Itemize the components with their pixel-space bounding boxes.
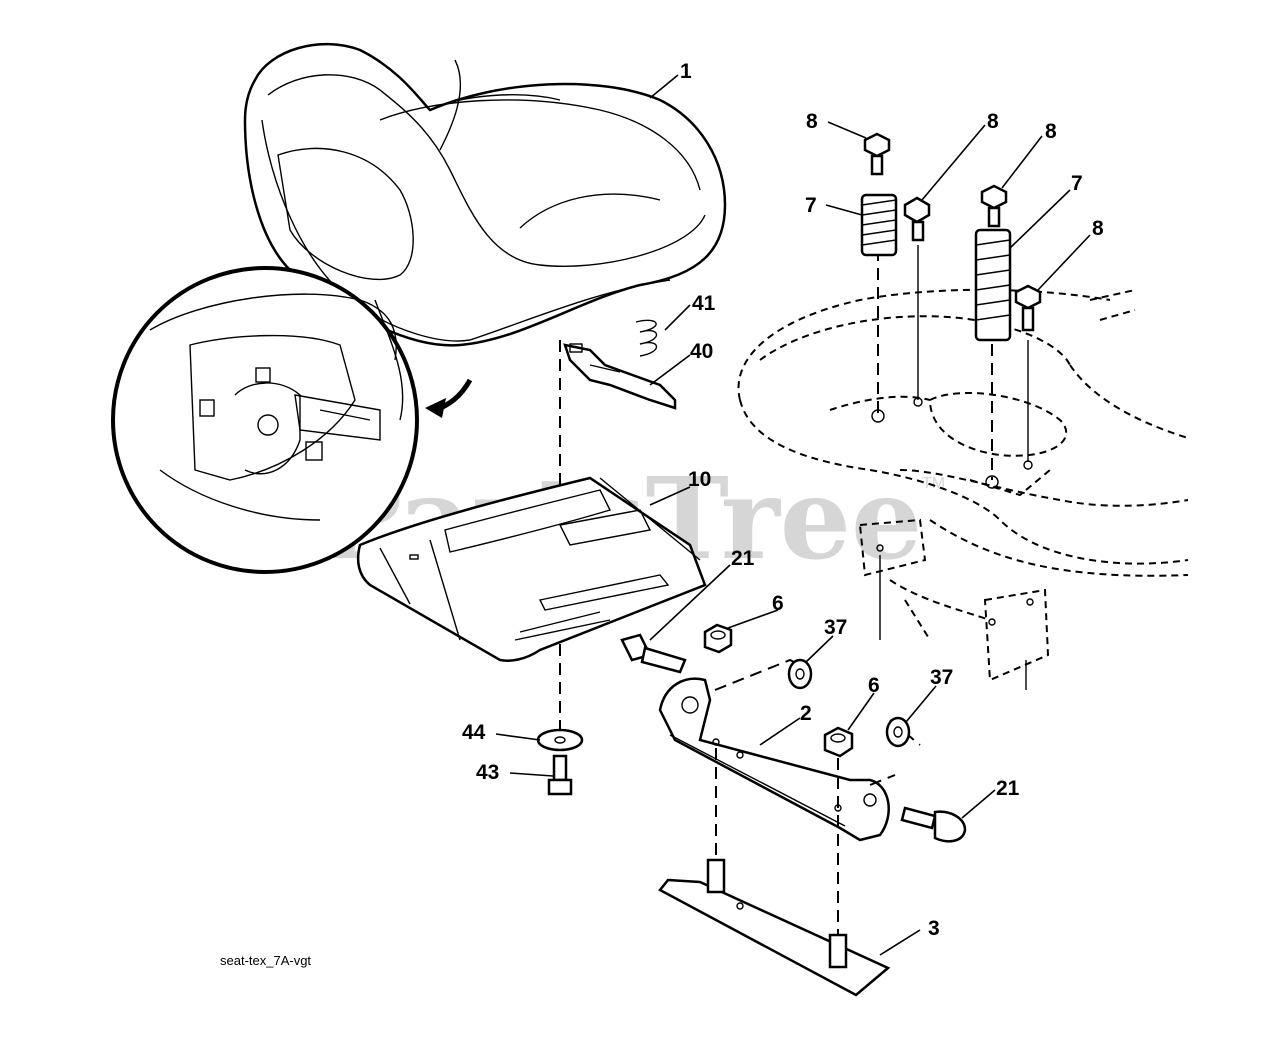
callout-37-lower: 37 [930,666,953,689]
shoulder-bolt-21-left [620,633,687,674]
bolt-8-d [1014,284,1042,332]
callout-6-upper: 6 [772,592,784,615]
callout-3: 3 [928,917,940,940]
callout-44: 44 [462,721,486,744]
seat [243,42,727,347]
bolt-8-a [863,132,891,176]
bolt-8-b [903,196,931,242]
callout-7-left: 7 [805,194,817,217]
spring-7-left [860,193,898,257]
callout-6-lower: 6 [868,674,880,697]
callout-8-c: 8 [1045,120,1057,143]
watermark-trademark: TM [922,475,945,492]
callout-8-a: 8 [806,110,818,133]
callout-10: 10 [688,468,711,491]
nut-37-upper [787,658,813,690]
clip-40 [563,343,677,410]
nut-6-lower [823,726,854,758]
spring-41 [635,319,658,357]
screw-43 [547,754,573,796]
callouts: 1 8 8 8 7 7 8 41 40 10 21 6 37 6 37 2 44… [462,60,1104,940]
nut-37-lower [885,716,911,748]
bracket-2 [658,658,921,842]
seat-pan [356,476,707,662]
fender-outline [737,288,1189,682]
callout-37-upper: 37 [824,616,847,639]
callout-8-b: 8 [987,110,999,133]
shoulder-bolt-21-right [900,806,967,843]
callout-43: 43 [476,761,499,784]
callout-7-right: 7 [1071,172,1083,195]
callout-2: 2 [800,702,812,725]
leader-lines [495,74,1091,956]
callout-8-d: 8 [1092,217,1104,240]
callout-21-right: 21 [996,777,1020,800]
callout-1: 1 [680,60,692,83]
callout-41: 41 [692,292,716,315]
diagram-caption: seat-tex_7A-vgt [220,953,311,968]
washer-44 [536,728,584,752]
plate-3 [658,858,891,997]
spring-7-right [974,228,1012,342]
callout-21-left: 21 [731,547,755,570]
detail-inset [111,266,473,574]
callout-40: 40 [690,340,713,363]
bolt-8-c [980,184,1008,228]
nut-6-upper [703,623,733,654]
